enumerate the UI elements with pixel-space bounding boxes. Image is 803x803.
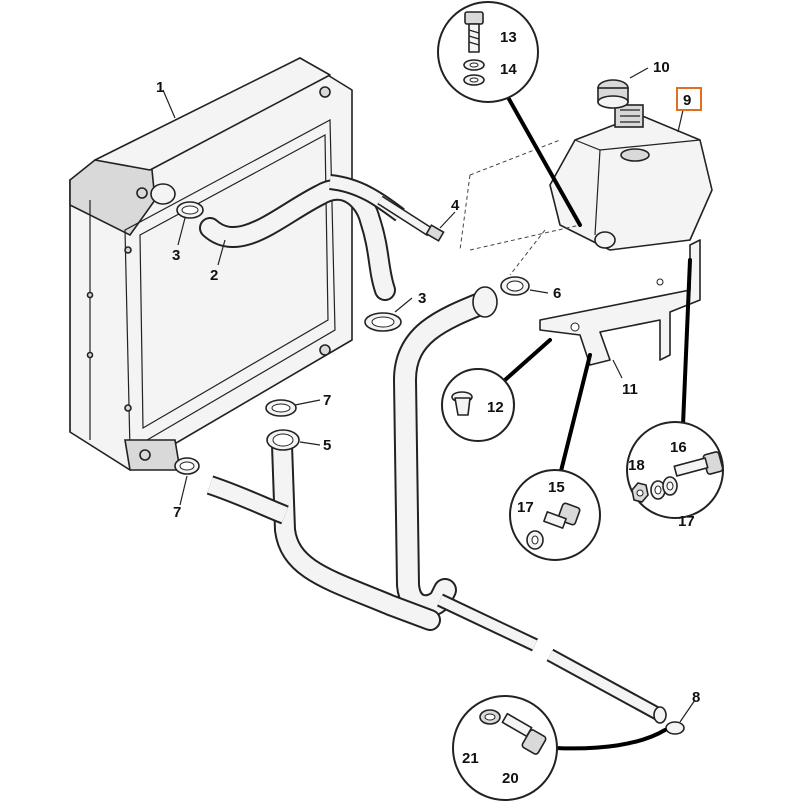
bleed-pipe [377,195,445,242]
detail-circle-16-18 [626,421,724,519]
leader-16-18 [681,258,692,427]
label-21: 21 [462,750,479,767]
hose-clamp-8 [665,721,685,735]
detail-circle-12 [441,368,515,442]
hose-clamp-upper [176,201,204,219]
filler-cap [597,79,629,109]
label-4: 4 [451,197,460,214]
label-13: 13 [500,29,517,46]
mounting-bracket [539,239,701,366]
leader-20-21 [553,728,667,751]
nut-18 [631,482,649,503]
label-3-right: 3 [418,290,426,307]
clamp-21 [479,709,501,725]
label-14: 14 [500,61,517,78]
rivet-nut-12 [451,391,473,416]
label-5: 5 [323,437,331,454]
expansion-tank [459,104,713,276]
washers-17 [650,476,678,500]
return-hose [392,286,498,619]
detail-circle-15-17 [509,469,601,561]
washers-14 [463,59,485,86]
label-12: 12 [487,399,504,416]
label-9-highlight [676,87,702,111]
upper-hose [150,174,405,301]
label-20: 20 [502,770,519,787]
label-7-upper: 7 [323,392,331,409]
label-16: 16 [670,439,687,456]
bolt-16 [673,451,724,477]
leader-13-14 [503,90,582,227]
label-18: 18 [628,457,645,474]
label-6: 6 [553,285,561,302]
label-2: 2 [210,267,218,284]
label-9-box: 9 [676,87,702,111]
radiator [69,57,353,471]
washer-17 [526,530,544,550]
bolt-15 [543,502,581,529]
label-9: 9 [683,92,691,109]
label-1: 1 [156,79,164,96]
label-17-left: 17 [517,499,534,516]
detail-circle-20-21 [452,695,558,801]
label-10: 10 [653,59,670,76]
label-leaders [162,67,696,723]
hose-clamp-6 [500,276,530,296]
bolt-13 [464,11,484,53]
leader-15-17 [558,353,592,477]
hose-clamp-middle [364,312,402,332]
overflow-tube [437,593,667,724]
bolt-20 [501,712,547,755]
hose-clamp-lower-right [265,399,297,417]
detail-circle-13-14 [437,1,539,103]
leader-12 [503,338,552,382]
label-3-left: 3 [172,247,180,264]
label-17-right: 17 [678,513,695,530]
lower-hose [206,429,441,631]
label-7-lower: 7 [173,504,181,521]
label-11: 11 [622,381,638,398]
hose-clamp-lower-left [174,457,200,475]
label-15: 15 [548,479,565,496]
label-8: 8 [692,689,700,706]
